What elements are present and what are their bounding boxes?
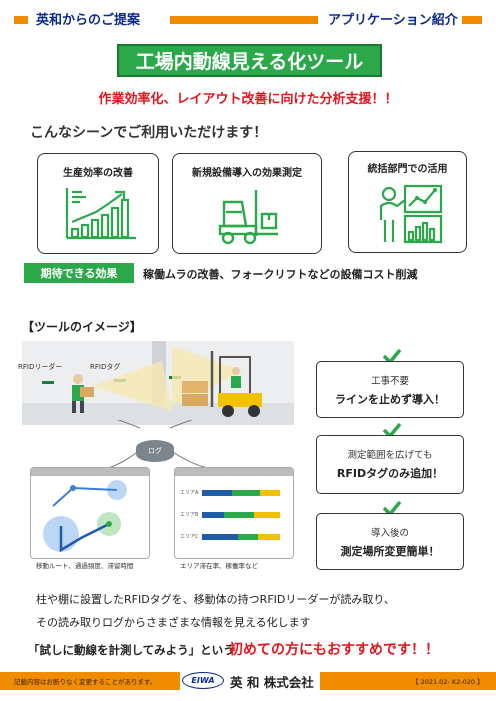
header-left-title: 英和からのご提案 xyxy=(36,13,141,28)
company-name: 英 和 株式会社 xyxy=(230,675,314,690)
header-bar-middle xyxy=(170,16,318,24)
eiwa-logo-mark: EIWA xyxy=(182,672,224,689)
description-line-2: その読み取りログからさまざまな情報を見える化します xyxy=(36,616,311,629)
area-label-c: エリアC xyxy=(180,534,199,540)
area-bar-caption: エリア滞在率、稼働率など xyxy=(180,562,258,570)
scene-card-productivity: 生産効率の改善 xyxy=(37,153,159,254)
forklift-icon xyxy=(218,190,278,245)
page-title: 工場内動線見える化ツール xyxy=(117,44,382,77)
route-map-chart xyxy=(43,480,127,553)
cta-quote: 「試しに動線を計測してみよう」という xyxy=(28,643,235,657)
scene-card-label: 生産効率の改善 xyxy=(63,168,133,179)
feature-line1: 工事不要 xyxy=(370,376,409,387)
footer-note: 記載内容はお断りなく変更することがあります。 xyxy=(14,678,157,686)
header-right-title: アプリケーション紹介 xyxy=(328,13,458,28)
feature-line2: ラインを止めず導入！ xyxy=(335,393,445,406)
page-subtitle: 作業効率化、レイアウト改善に向けた分析支援！！ xyxy=(98,92,398,107)
feature-box-add-tags-only: 測定範囲を広げても RFIDタグのみ追加！ xyxy=(316,435,464,494)
route-map-caption: 移動ルート、通過頻度、滞留時間 xyxy=(36,562,134,570)
log-node: ログ xyxy=(136,440,174,462)
area-label-b: エリアB xyxy=(180,512,199,518)
effect-text: 稼働ムラの改善、フォークリフトなどの設備コスト削減 xyxy=(143,268,418,281)
document-code: 【 2021.02- K2-020 】 xyxy=(412,678,484,686)
route-map-panel xyxy=(30,467,150,559)
factory-scene-illustration xyxy=(22,341,294,425)
tool-heading: 【ツールのイメージ】 xyxy=(22,320,142,334)
feature-line1: 測定範囲を広げても xyxy=(347,450,433,461)
scene-card-label: 統括部門での活用 xyxy=(367,164,448,175)
header-bar-left-stub xyxy=(14,16,28,24)
company-logo: EIWA 英 和 株式会社 xyxy=(180,669,320,693)
growth-chart-icon xyxy=(65,188,136,240)
cta-highlight: 初めての方にもおすすめです！！ xyxy=(229,642,439,658)
logo-mark-text: EIWA xyxy=(191,676,215,685)
effect-badge: 期待できる効果 xyxy=(24,263,134,283)
log-label: ログ xyxy=(148,447,162,455)
scenes-heading: こんなシーンでご利用いただけます！ xyxy=(30,125,268,141)
scene-card-management: 統括部門での活用 xyxy=(348,151,467,253)
feature-line2: 測定場所変更簡単！ xyxy=(340,545,440,558)
rfid-tag-label: RFIDタグ xyxy=(90,363,121,371)
header-bar-right-stub xyxy=(462,16,482,24)
description-line-1: 柱や棚に設置したRFIDタグを、移動体の持つRFIDリーダーが読み取り、 xyxy=(36,593,395,606)
scene-card-new-equipment: 新規設備導入の効果測定 xyxy=(172,153,322,254)
feature-line1: 導入後の xyxy=(370,528,409,539)
rfid-reader-label: RFIDリーダー xyxy=(18,363,63,371)
presenter-chart-icon xyxy=(379,184,443,244)
area-stay-bars xyxy=(202,490,280,540)
area-label-a: エリアA xyxy=(180,490,199,496)
feature-line2: RFIDタグのみ追加！ xyxy=(336,467,444,480)
feature-box-no-construction: 工事不要 ラインを止めず導入！ xyxy=(316,361,464,418)
scene-card-label: 新規設備導入の効果測定 xyxy=(192,168,302,179)
feature-box-easy-relocation: 導入後の 測定場所変更簡単！ xyxy=(316,513,464,570)
